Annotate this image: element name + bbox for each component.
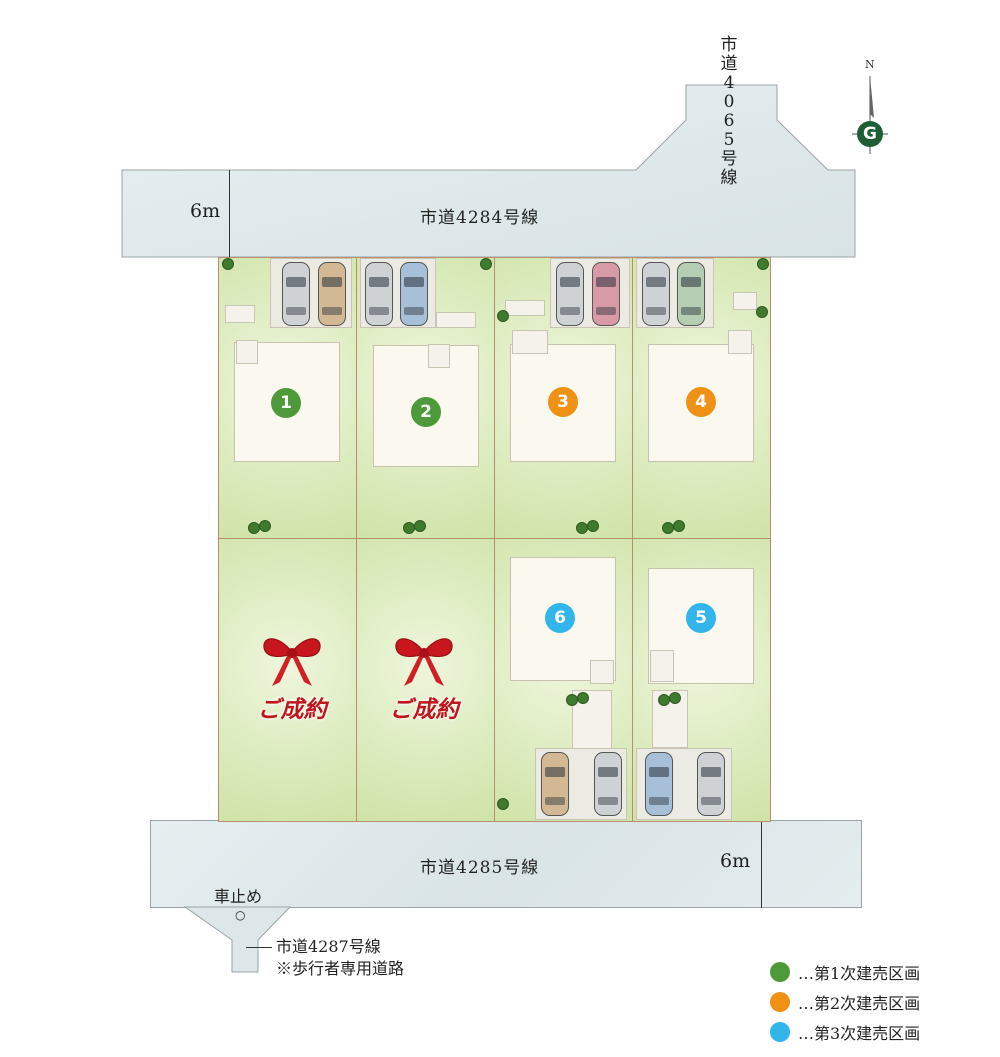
tree-icon: [248, 520, 274, 534]
legend-dot-icon: [770, 992, 790, 1012]
lot-1-entrance: [236, 340, 258, 364]
pedestrian-pointer: [246, 947, 272, 948]
vertical-road-char: 0: [723, 92, 735, 112]
lot-2-path: [436, 312, 476, 328]
road-4065: [0, 0, 1000, 260]
vertical-road-char: 道: [720, 54, 738, 74]
tree-icon: [497, 310, 523, 322]
pedestrian-road-note: ※歩行者専用道路: [276, 959, 405, 978]
legend-phase-2: …第2次建売区画: [770, 990, 920, 1014]
car-1b: [318, 262, 346, 326]
sold-label-a: ご成約: [257, 697, 327, 723]
tree-icon: [576, 520, 602, 534]
compass: N G: [848, 58, 892, 158]
sold-label-b: ご成約: [389, 697, 459, 723]
road-4065-shape: [121, 84, 856, 258]
lot-badge-5[interactable]: 5: [686, 603, 716, 633]
tree-icon: [662, 520, 688, 534]
south-road-width: 6m: [720, 850, 751, 872]
legend-label: …第1次建売区画: [798, 964, 921, 983]
legend-label: …第3次建売区画: [798, 1024, 921, 1043]
tree-icon: [480, 258, 506, 270]
vertical-road-char: 市: [720, 35, 738, 55]
north-width-arrow: [229, 170, 230, 258]
lot-3-path: [505, 300, 545, 316]
car-4a: [642, 262, 670, 326]
vertical-road-char: 5: [723, 130, 735, 150]
vertical-road-char: 6: [723, 111, 735, 131]
car-6b: [594, 752, 622, 816]
car-6a: [541, 752, 569, 816]
south-road-label: 市道4285号線: [420, 858, 540, 878]
sold-lot-b-parcel[interactable]: [356, 538, 495, 822]
compass-circle-icon: G: [857, 121, 883, 147]
car-4b: [677, 262, 705, 326]
legend-phase-1: …第1次建売区画: [770, 960, 920, 984]
car-5a: [645, 752, 673, 816]
lot-badge-2[interactable]: 2: [411, 397, 441, 427]
vertical-road-char: 線: [720, 168, 738, 188]
tree-icon: [566, 692, 592, 706]
tree-icon: [756, 306, 782, 318]
car-2b: [400, 262, 428, 326]
lot-5-entrance: [650, 650, 674, 682]
compass-north-label: N: [865, 58, 875, 71]
lot-6-entrance: [590, 660, 614, 684]
legend-dot-icon: [770, 962, 790, 982]
legend-phase-3: …第3次建売区画: [770, 1020, 920, 1044]
tree-icon: [658, 692, 684, 706]
car-3b: [592, 262, 620, 326]
vertical-road-char: 号: [720, 149, 738, 169]
lot-4-entrance: [728, 330, 752, 354]
north-road-label: 市道4284号線: [420, 208, 540, 228]
car-1a: [282, 262, 310, 326]
tree-icon: [757, 258, 783, 270]
lot-badge-1[interactable]: 1: [271, 388, 301, 418]
lot-1-path: [225, 305, 255, 323]
legend-dot-icon: [770, 1022, 790, 1042]
south-width-arrow: [761, 820, 762, 908]
lot-badge-4[interactable]: 4: [686, 387, 716, 417]
pedestrian-road-label: 市道4287号線: [276, 937, 381, 956]
north-road-width: 6m: [190, 200, 221, 222]
car-2a: [365, 262, 393, 326]
lot-3-entrance: [512, 330, 548, 354]
lot-badge-6[interactable]: 6: [545, 603, 575, 633]
lot-4-path: [733, 292, 757, 310]
tree-icon: [403, 520, 429, 534]
car-5b: [697, 752, 725, 816]
car-3a: [556, 262, 584, 326]
ribbon-icon: [390, 632, 458, 692]
ribbon-icon: [258, 632, 326, 692]
tree-icon: [222, 258, 248, 270]
dead-end-mark: ○: [235, 908, 246, 922]
legend-label: …第2次建売区画: [798, 994, 921, 1013]
sold-lot-a-parcel[interactable]: [218, 538, 357, 822]
tree-icon: [497, 798, 523, 810]
dead-end-label: 車止め: [214, 887, 263, 906]
vertical-road-char: 4: [723, 73, 735, 93]
lot-2-entrance: [428, 344, 450, 368]
lot-badge-3[interactable]: 3: [548, 387, 578, 417]
